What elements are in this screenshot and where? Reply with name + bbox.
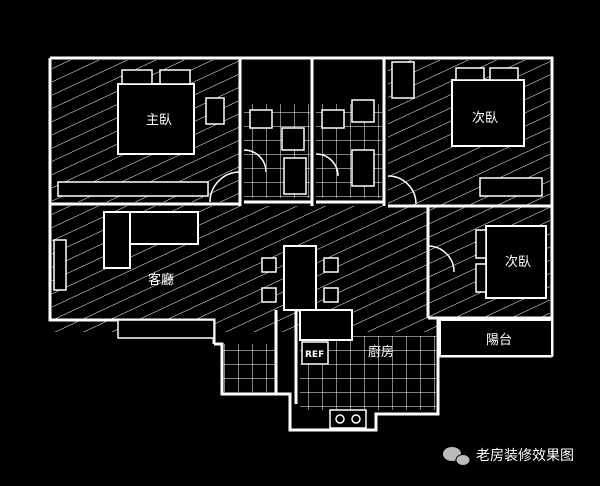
living-room-label: 客廳 [148, 272, 174, 288]
bathroom-fixtures [249, 99, 375, 195]
tv-cabinet [53, 239, 215, 339]
master-bedroom-label: 主臥 [146, 113, 172, 128]
kitchen-island [283, 245, 353, 341]
bedroom-2-bed [391, 61, 543, 197]
balcony-label: 陽台 [486, 333, 512, 348]
bedroom-3-label: 次臥 [505, 254, 531, 270]
kitchen-label: 廚房 [368, 344, 394, 360]
wechat-icon [443, 447, 471, 466]
fridge [301, 341, 329, 365]
balcony-area [439, 319, 553, 357]
bedroom-2-label: 次臥 [472, 110, 498, 126]
wardrobe-master [57, 97, 225, 197]
watermark-text: 老房装修效果图 [476, 448, 574, 464]
master-bed [117, 69, 195, 155]
fridge-label: REF [305, 350, 324, 360]
stove [329, 409, 367, 429]
sofa [103, 211, 199, 269]
dining-chairs [261, 257, 339, 303]
bedroom-3-bed [475, 225, 547, 299]
watermark: 老房装修效果图 [443, 447, 574, 466]
